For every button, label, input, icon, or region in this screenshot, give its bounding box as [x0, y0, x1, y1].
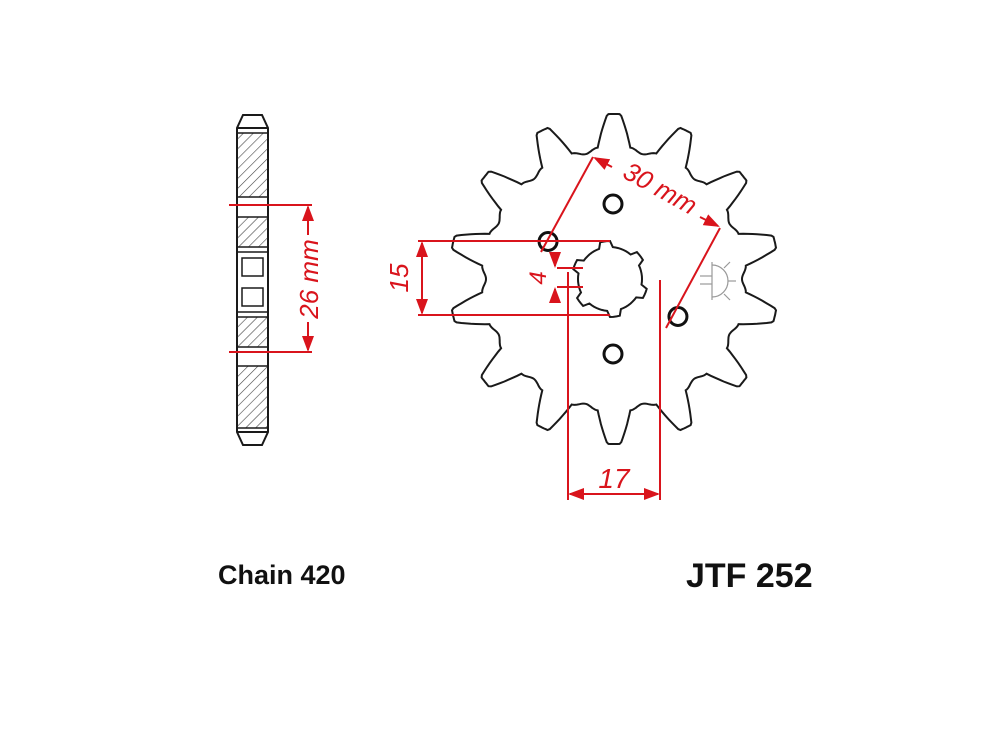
side-view [236, 114, 269, 446]
hatch-section [236, 132, 269, 198]
spline-hub [572, 239, 648, 319]
hatch-section [236, 216, 269, 248]
bolt-hole [602, 343, 624, 365]
part-number: JTF 252 [686, 557, 813, 595]
spline-width-label: 4 [525, 271, 552, 284]
pcd-label: 30 mm [618, 156, 702, 221]
projection-symbol [700, 261, 736, 301]
chain-caption: Chain 420 [218, 560, 346, 590]
bolt-hole [602, 193, 624, 215]
side-dimension-label: 26 mm [294, 239, 324, 319]
sprocket-outline [450, 113, 778, 445]
height-label: 15 [384, 263, 414, 292]
width-label: 17 [598, 463, 631, 494]
hatch-section [236, 316, 269, 348]
front-dimensions [416, 156, 721, 500]
bolt-holes [537, 193, 689, 365]
hatch-section [236, 365, 269, 429]
side-dimension [229, 204, 314, 353]
